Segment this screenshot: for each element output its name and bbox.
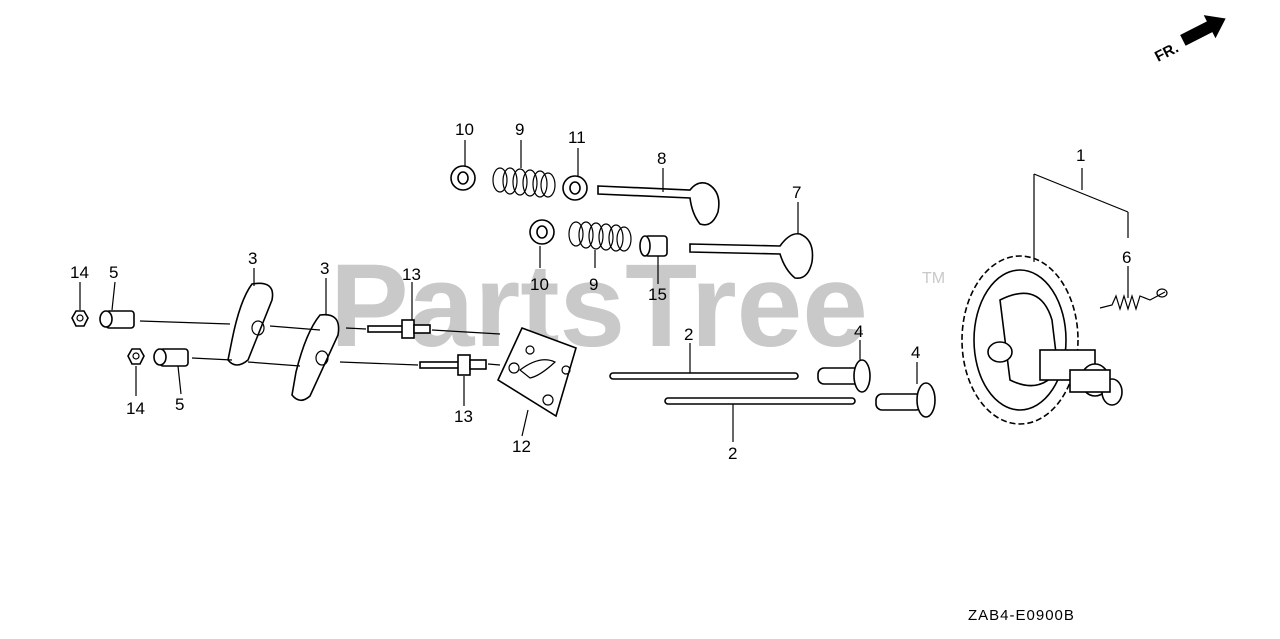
camshaft-gear bbox=[961, 255, 1123, 425]
exhaust-retainer bbox=[639, 235, 668, 257]
callout-14a: 14 bbox=[70, 263, 89, 282]
tappet-lower bbox=[875, 382, 936, 418]
exhaust-valve bbox=[689, 232, 814, 279]
callout-6: 6 bbox=[1122, 248, 1131, 267]
push-rod-lower bbox=[664, 397, 856, 405]
rocker-pivot-bolt-upper bbox=[367, 319, 431, 339]
callout-15: 15 bbox=[648, 285, 667, 304]
watermark-text: PartsTree bbox=[330, 240, 868, 372]
leader-lines bbox=[79, 140, 1129, 442]
callout-13a: 13 bbox=[402, 265, 421, 284]
valve-spring-upper bbox=[492, 167, 556, 198]
diagram-code: ZAB4-E0900B bbox=[968, 607, 1075, 624]
adjusting-screw-upper bbox=[99, 310, 135, 329]
decompressor-spring bbox=[1099, 288, 1168, 312]
callout-12: 12 bbox=[512, 437, 531, 456]
tappet-upper bbox=[817, 359, 871, 393]
callout-8: 8 bbox=[657, 149, 666, 168]
callout-3b: 3 bbox=[320, 259, 329, 278]
callout-13b: 13 bbox=[454, 407, 473, 426]
callout-9b: 9 bbox=[589, 275, 598, 294]
intake-valve bbox=[597, 182, 720, 226]
lock-nut-lower bbox=[127, 348, 145, 365]
callout-2a: 2 bbox=[684, 325, 693, 344]
rocker-arm-left bbox=[227, 282, 274, 366]
assembly-lines bbox=[139, 320, 501, 367]
callout-2b: 2 bbox=[728, 444, 737, 463]
push-rod-guide-plate bbox=[496, 326, 577, 418]
callout-1: 1 bbox=[1076, 146, 1085, 165]
rocker-pivot-bolt-lower bbox=[419, 354, 487, 376]
adjusting-screw-lower bbox=[153, 348, 189, 367]
callout-10b: 10 bbox=[530, 275, 549, 294]
callout-9a: 9 bbox=[515, 120, 524, 139]
callout-4b: 4 bbox=[911, 343, 920, 362]
callout-7: 7 bbox=[792, 183, 801, 202]
valve-spring-lower bbox=[568, 221, 632, 252]
callout-10a: 10 bbox=[455, 120, 474, 139]
rocker-arm-right bbox=[291, 313, 340, 402]
callout-11: 11 bbox=[568, 128, 586, 147]
callout-14b: 14 bbox=[126, 399, 145, 418]
callout-5a: 5 bbox=[109, 263, 118, 282]
front-direction-marker: FR. bbox=[1152, 15, 1226, 66]
arrow-icon bbox=[1180, 15, 1226, 46]
watermark-trademark: TM bbox=[922, 270, 945, 287]
lock-nut-upper bbox=[71, 310, 89, 327]
fr-label: FR. bbox=[1152, 39, 1181, 65]
callout-4a: 4 bbox=[854, 322, 863, 341]
callout-3a: 3 bbox=[248, 249, 257, 268]
push-rod-upper bbox=[609, 372, 799, 380]
callout-5b: 5 bbox=[175, 395, 184, 414]
callouts: 1 2 2 3 3 4 4 5 5 6 7 8 9 9 10 10 11 12 … bbox=[70, 120, 1131, 463]
